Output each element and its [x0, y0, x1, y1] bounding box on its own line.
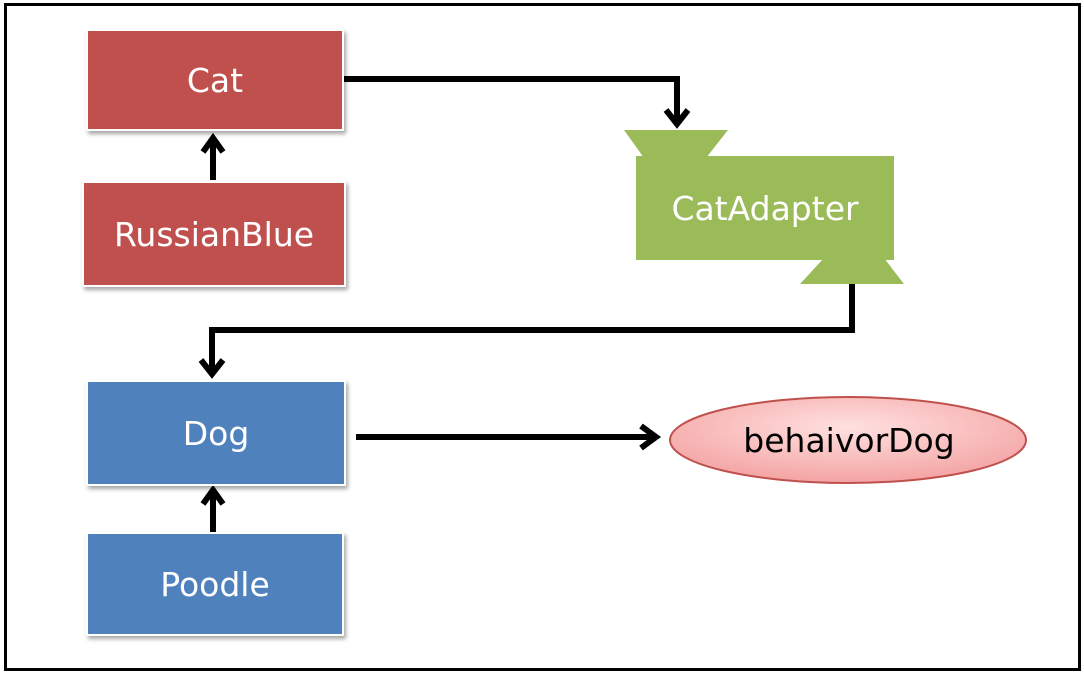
russianblue-label: RussianBlue [113, 214, 315, 254]
edge-russianblue-to-cat-arrowhead [200, 132, 226, 154]
poodle-label: Poodle [160, 564, 270, 604]
cat-adapter-label: CatAdapter [671, 188, 859, 228]
cat-box: Cat [86, 29, 344, 131]
edge-cat-to-adapter [344, 76, 680, 124]
poodle-box: Poodle [86, 532, 344, 636]
cat-label: Cat [186, 60, 244, 100]
cat-adapter-body [636, 156, 894, 260]
edge-cat-to-adapter-arrowhead [663, 108, 691, 129]
edge-adapter-to-dog-arrowhead [198, 358, 226, 379]
behavior-dog-label: behaivorDog [743, 420, 955, 460]
edge-poodle-to-dog-arrowhead [200, 484, 226, 506]
dog-box: Dog [86, 380, 346, 486]
edge-adapter-to-dog [209, 284, 855, 374]
behavior-dog-oval [669, 396, 1027, 484]
diagram-frame [4, 3, 1081, 671]
cat-adapter-bottom-tab [800, 258, 904, 284]
dog-label: Dog [182, 413, 250, 453]
cat-adapter-top-tab [624, 130, 728, 158]
cat-adapter-shape [624, 130, 904, 284]
russianblue-box: RussianBlue [82, 181, 346, 287]
edge-dog-to-behavior-arrowhead [639, 423, 662, 451]
